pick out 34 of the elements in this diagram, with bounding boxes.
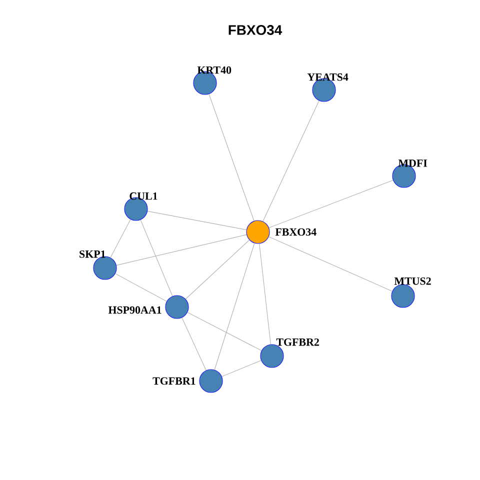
edge-line (110, 219, 131, 258)
network-node: TGFBR2 (260, 338, 319, 368)
node-label: SKP1 (80, 250, 106, 258)
network-node: YEATS4 (307, 73, 348, 102)
network-node: MTUS2 (391, 277, 431, 308)
edge-line (259, 243, 271, 345)
node-label: KRT40 (197, 66, 232, 74)
edge-line (214, 242, 255, 370)
edge-line (208, 94, 254, 222)
edge-line (115, 273, 167, 302)
edge-line (268, 180, 394, 228)
network-node: MDFI (392, 160, 428, 188)
edge-line (185, 240, 250, 300)
node-label: TGFBR2 (276, 338, 319, 346)
node-label: YEATS4 (307, 73, 348, 81)
network-node: TGFBR1 (152, 369, 223, 393)
network-node: CUL1 (124, 192, 158, 221)
node-label: FBXO34 (275, 228, 316, 236)
network-node: FBXO34 (246, 220, 316, 244)
edge-line (140, 220, 173, 296)
node-label: HSP90AA1 (108, 306, 162, 314)
edge-line (268, 236, 393, 292)
node-label: TGFBR1 (152, 377, 196, 385)
network-node: KRT40 (193, 66, 232, 95)
edge-line (262, 100, 320, 222)
node-label: MTUS2 (394, 277, 431, 285)
edge-line (182, 317, 206, 371)
edge-line (222, 360, 262, 377)
edge-line (147, 210, 247, 230)
network-node: HSP90AA1 (108, 295, 189, 319)
edge-line (187, 312, 262, 351)
title: FBXO34 (228, 25, 282, 35)
network-node: SKP1 (80, 250, 117, 280)
edge-line (116, 234, 247, 266)
